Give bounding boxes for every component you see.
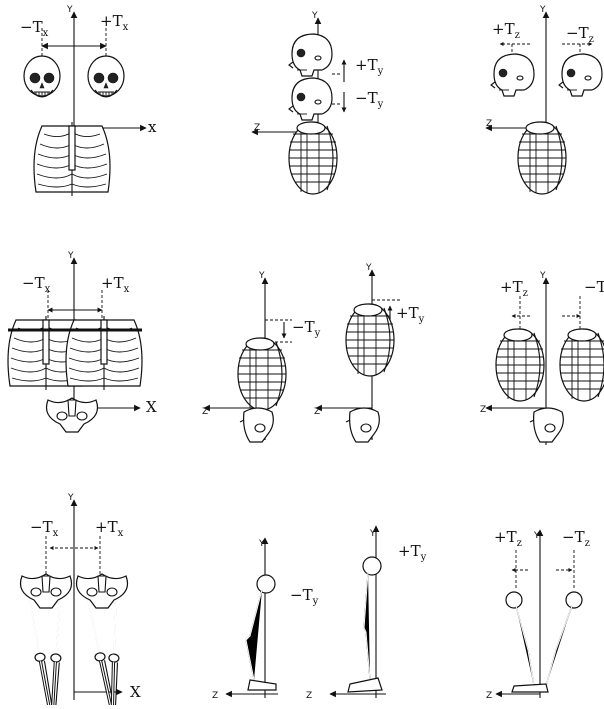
label-neg-tz: −T: [584, 278, 604, 296]
rib-cage: [34, 122, 110, 196]
pelvis-left: [21, 574, 72, 608]
x-axis-label: x: [148, 118, 157, 136]
svg-text:Y: Y: [258, 539, 265, 549]
panel-row3-col3: Y Z +Tz −Tz: [486, 528, 590, 701]
svg-text:Z: Z: [212, 691, 218, 701]
svg-text:X: X: [146, 398, 157, 416]
rib-cage-backward: [560, 329, 604, 401]
pelvis-lateral: [240, 408, 273, 442]
skull-left: [24, 56, 60, 97]
label-neg-tx: −Tx: [22, 274, 51, 295]
rib-cage-lowered: [238, 338, 286, 410]
panel-row2-col1: Y X −Tx +Tx: [8, 251, 157, 432]
pelvis-right: [77, 574, 128, 608]
svg-text:Z: Z: [486, 119, 492, 129]
skull-down: [289, 78, 332, 120]
pelvis-lateral: [530, 408, 563, 442]
svg-text:Y: Y: [539, 271, 546, 281]
label-neg-ty: −Ty: [292, 318, 321, 339]
label-neg-tx: −Tx: [20, 18, 49, 39]
svg-text:Z: Z: [202, 407, 208, 417]
label-pos-tx: +Tx: [100, 12, 129, 33]
panel-row2-col3: Y Z +Tz −T: [480, 271, 604, 445]
svg-text:Z: Z: [306, 691, 312, 701]
leg: [87, 598, 114, 705]
svg-text:Y: Y: [258, 271, 265, 281]
panel-row2-col2a: Y Z −Ty: [202, 271, 321, 442]
svg-text:Y: Y: [539, 5, 546, 15]
rib-cage-right: [66, 316, 142, 390]
panel-row1-col3: Y Z +Tz −Tz: [486, 5, 602, 194]
label-neg-ty: −Ty: [290, 586, 319, 607]
svg-text:Y: Y: [311, 11, 318, 21]
label-pos-tz: +Tz: [494, 528, 522, 549]
label-pos-tz: +Tz: [492, 20, 520, 41]
label-pos-tx: +Tx: [95, 518, 124, 539]
svg-text:Z: Z: [254, 123, 260, 133]
svg-text:X: X: [130, 683, 141, 701]
skull-backward: [559, 54, 602, 96]
svg-text:Y: Y: [533, 531, 540, 541]
rib-cage-lateral: [289, 122, 337, 194]
leg: [29, 599, 53, 705]
pelvis: [47, 398, 98, 432]
label-pos-ty: +Ty: [398, 542, 427, 563]
label-pos-tz: +Tz: [500, 278, 528, 299]
panel-row1-col1: Y x −Tx +Tx: [20, 5, 157, 196]
femoral-head-backward: [566, 592, 582, 608]
panel-row2-col2b: Y Z +Ty: [314, 263, 425, 442]
leg: [43, 600, 70, 705]
panel-row1-col2: Y Z +Ty −Ty: [252, 11, 384, 194]
svg-text:Z: Z: [480, 405, 486, 415]
svg-text:Z: Z: [486, 691, 492, 701]
svg-text:Y: Y: [67, 493, 74, 503]
label-neg-tx: −Tx: [30, 518, 59, 539]
pelvis-lateral: [346, 408, 379, 442]
skull-right: [88, 56, 124, 97]
femoral-head: [257, 575, 275, 593]
femoral-head-forward: [506, 592, 522, 608]
label-neg-ty: −Ty: [355, 89, 384, 110]
label-neg-tz: −Tz: [562, 528, 590, 549]
skull-forward: [491, 54, 534, 96]
rib-cage-forward: [496, 329, 544, 401]
label-neg-tz: −Tz: [566, 24, 594, 45]
svg-text:Y: Y: [67, 251, 74, 261]
rib-cage-raised: [346, 304, 394, 376]
panel-row3-col1: Y X −Tx +Tx: [21, 493, 142, 705]
svg-text:Z: Z: [314, 407, 320, 417]
svg-text:Y: Y: [369, 529, 376, 539]
label-pos-tx: +Tx: [101, 274, 130, 295]
label-pos-ty: +Ty: [355, 56, 384, 77]
y-axis-label: Y: [66, 5, 73, 15]
skull-up: [289, 34, 332, 76]
panel-row3-col2a: Y Z −Ty: [212, 538, 319, 701]
femoral-head: [363, 557, 381, 575]
label-pos-ty: +Ty: [396, 304, 425, 325]
panel-row3-col2b: Y Z +Ty: [306, 526, 427, 701]
rib-cage-lateral: [518, 122, 566, 194]
svg-text:Y: Y: [365, 263, 372, 273]
